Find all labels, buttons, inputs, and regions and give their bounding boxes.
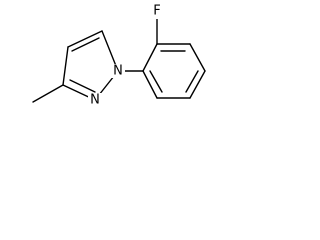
bond-phenyl-double-left <box>149 70 163 93</box>
bond-phenyl-double-right <box>185 70 199 93</box>
pyrazole-n1-label: N <box>113 64 123 79</box>
pyrazole-n1-atom: N <box>111 64 125 79</box>
bond-c5-c4-double <box>71 37 100 52</box>
pyrazole-n2-label: N <box>90 93 100 108</box>
bond-phenyl-c4-c5 <box>189 70 206 99</box>
fluorine-label: F <box>153 4 160 19</box>
pyrazole-n2-atom: N <box>88 93 102 108</box>
bond-phenyl-c3-c4 <box>189 43 206 72</box>
bond-c5-c4 <box>67 30 103 48</box>
bond-c3-n2-double <box>69 79 96 93</box>
bond-phenyl-c6-c1 <box>142 70 158 99</box>
fluorine-atom: F <box>150 4 164 19</box>
chemical-structure-diagram: F N N <box>32 4 206 108</box>
bond-c3-methyl <box>32 84 64 103</box>
bond-c4-c3 <box>62 46 69 86</box>
bond-phenyl-c1-c2 <box>142 43 158 72</box>
